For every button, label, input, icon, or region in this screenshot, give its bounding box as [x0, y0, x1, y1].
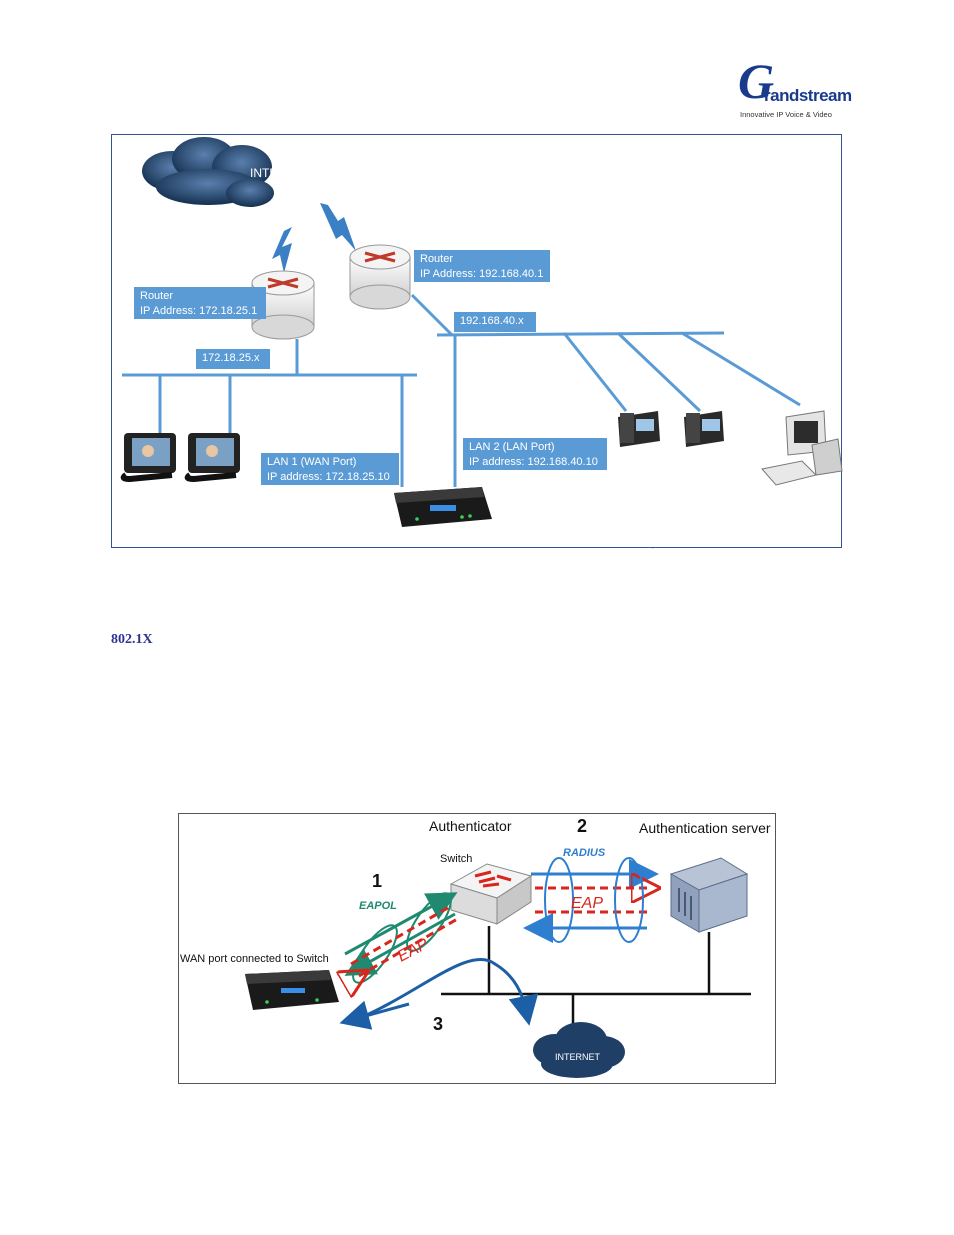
lan2-label: LAN 2 (LAN Port) IP address: 192.168.40.…: [463, 438, 607, 470]
step-2: 2: [577, 816, 587, 836]
lan1-label: LAN 1 (WAN Port) IP address: 172.18.25.1…: [261, 453, 399, 485]
lan2-title: LAN 2 (LAN Port): [469, 441, 555, 453]
desk-phone-icon: [618, 411, 660, 447]
network-topology-diagram: INTERNET: [111, 134, 843, 549]
radius-tunnel: [614, 857, 644, 943]
8021x-drawing: Authenticator Authentication server Swit…: [180, 816, 771, 1078]
video-phone-icon: [120, 433, 176, 483]
internet-cloud-icon: [142, 137, 274, 207]
internet-cloud-icon: [533, 1022, 625, 1078]
radius-tunnel: [544, 857, 574, 943]
network-device-icon: [245, 970, 339, 1010]
step-3: 3: [433, 1014, 443, 1034]
logo-initial: G: [738, 53, 775, 109]
router1-label: Router IP Address: 172.18.25.1: [134, 287, 266, 319]
wireless-link-icon: [272, 227, 292, 273]
subnet1-label: 172.18.25.x: [196, 349, 270, 369]
cloud-label: INTERNET: [555, 1052, 601, 1062]
radius-label: RADIUS: [563, 847, 606, 859]
eap-label-right: EAP: [571, 895, 603, 912]
router1-ip: IP Address: 172.18.25.1: [140, 305, 258, 317]
eap-dashed-link: [350, 904, 452, 966]
desk-phone-icon: [684, 411, 724, 447]
lan1-title: LAN 1 (WAN Port): [267, 456, 357, 468]
wireless-link-icon: [320, 203, 356, 251]
8021x-diagram: Authenticator Authentication server Swit…: [178, 813, 776, 1084]
grandstream-logo: G randstream Innovative IP Voice & Video: [736, 56, 852, 120]
internet-access-arrow: [354, 957, 539, 1026]
logo-wordmark: randstream: [764, 86, 852, 105]
switch-icon: [449, 863, 533, 925]
router2-title: Router: [420, 253, 454, 265]
eapol-arrow: [344, 912, 456, 976]
wan-port-label: WAN port connected to Switch: [180, 953, 329, 965]
authenticator-label: Authenticator: [429, 818, 512, 834]
router-icon: [251, 270, 315, 340]
computer-icon: [761, 410, 843, 486]
section-heading: 802.1X: [111, 632, 153, 647]
network-device-icon: [394, 487, 492, 527]
internet-access-arrow: [339, 1000, 410, 1030]
subnet2-label: 192.168.40.x: [454, 312, 536, 332]
authentication-server-icon: [669, 857, 749, 933]
cloud-label: INTERNET: [250, 166, 311, 180]
topology-drawing: INTERNET: [120, 137, 843, 549]
eap-dashed-link: [359, 916, 460, 976]
router2-ip: IP Address: 192.168.40.1: [420, 268, 544, 280]
switch-label: Switch: [440, 853, 472, 865]
step-1: 1: [372, 871, 382, 891]
lan2-ip: IP address: 192.168.40.10: [469, 456, 598, 468]
lan2-network-lines: [410, 293, 801, 487]
lan1-network-lines: [122, 339, 417, 487]
eapol-label: EAPOL: [359, 900, 397, 912]
video-phone-icon: [184, 433, 240, 483]
router2-label: Router IP Address: 192.168.40.1: [414, 250, 550, 282]
network-bus-lines: [441, 926, 751, 1026]
eapol-arrow: [344, 892, 458, 956]
logo-tagline: Innovative IP Voice & Video: [740, 110, 832, 119]
eap-label-left: EAP: [395, 935, 432, 965]
router-icon: [349, 244, 411, 310]
lan1-ip: IP address: 172.18.25.10: [267, 471, 390, 483]
router1-title: Router: [140, 290, 174, 302]
stray-mark: ,: [652, 544, 654, 549]
auth-server-label: Authentication server: [639, 820, 771, 836]
